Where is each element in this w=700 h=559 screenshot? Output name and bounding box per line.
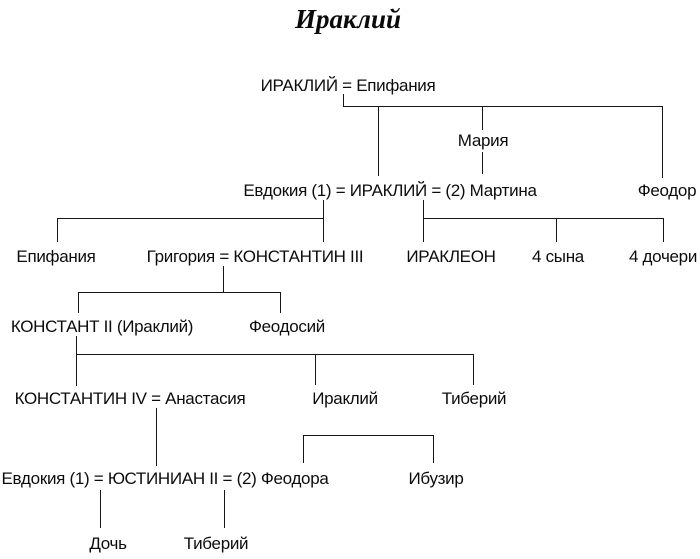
node-heraclius-son: Ираклий	[312, 389, 378, 408]
connector-line	[100, 490, 101, 528]
node-justinian2-couple: Евдокия (1) = ЮСТИНИАН II = (2) Феодора	[1, 469, 329, 488]
node-constantine3-couple: Григория = КОНСТАНТИН III	[146, 247, 364, 266]
node-constantine4-couple: КОНСТАНТИН IV = Анастасия	[14, 389, 246, 408]
node-tiberius: Тиберий	[441, 389, 507, 408]
connector-line	[473, 354, 474, 385]
connector-line	[57, 218, 58, 242]
connector-line	[433, 435, 434, 463]
connector-line	[323, 200, 324, 242]
connector-line	[280, 292, 281, 313]
node-four-sons: 4 сына	[532, 247, 584, 266]
node-constans2: КОНСТАНТ II (Ираклий)	[10, 317, 194, 336]
connector-line	[303, 435, 304, 463]
connector-line	[76, 336, 77, 386]
page-title: Ираклий	[294, 4, 402, 34]
connector-line	[423, 200, 424, 242]
node-theodosius: Феодосий	[249, 317, 325, 336]
connector-line	[663, 218, 664, 242]
connector-line	[76, 354, 473, 355]
connector-line	[343, 94, 344, 106]
connector-line	[423, 218, 663, 219]
node-heraclius-couple: Евдокия (1) = ИРАКЛИЙ = (2) Мартина	[243, 181, 537, 200]
node-heraclius-elder-couple: ИРАКЛИЙ = Епифания	[260, 76, 436, 95]
node-four-daughters: 4 дочери	[628, 247, 698, 266]
connector-line	[378, 106, 379, 176]
node-daughter: Дочь	[89, 534, 127, 553]
connector-line	[156, 408, 157, 466]
connector-line	[315, 354, 316, 385]
connector-line	[303, 435, 433, 436]
connector-line	[343, 106, 663, 107]
node-maria: Мария	[457, 131, 509, 150]
connector-line	[224, 490, 225, 528]
connector-line	[482, 152, 483, 174]
connector-line	[78, 292, 280, 293]
connector-line	[78, 292, 79, 313]
connector-line	[223, 266, 224, 292]
node-theodore: Феодор	[637, 181, 697, 200]
node-tiberius-son: Тиберий	[183, 534, 249, 553]
node-heracleonas: ИРАКЛЕОН	[406, 247, 496, 266]
connector-line	[662, 106, 663, 178]
connector-line	[482, 106, 483, 130]
connector-line	[556, 218, 557, 242]
node-ibuzir: Ибузир	[408, 469, 464, 488]
connector-line	[57, 218, 323, 219]
node-epiphania: Епифания	[16, 247, 96, 266]
